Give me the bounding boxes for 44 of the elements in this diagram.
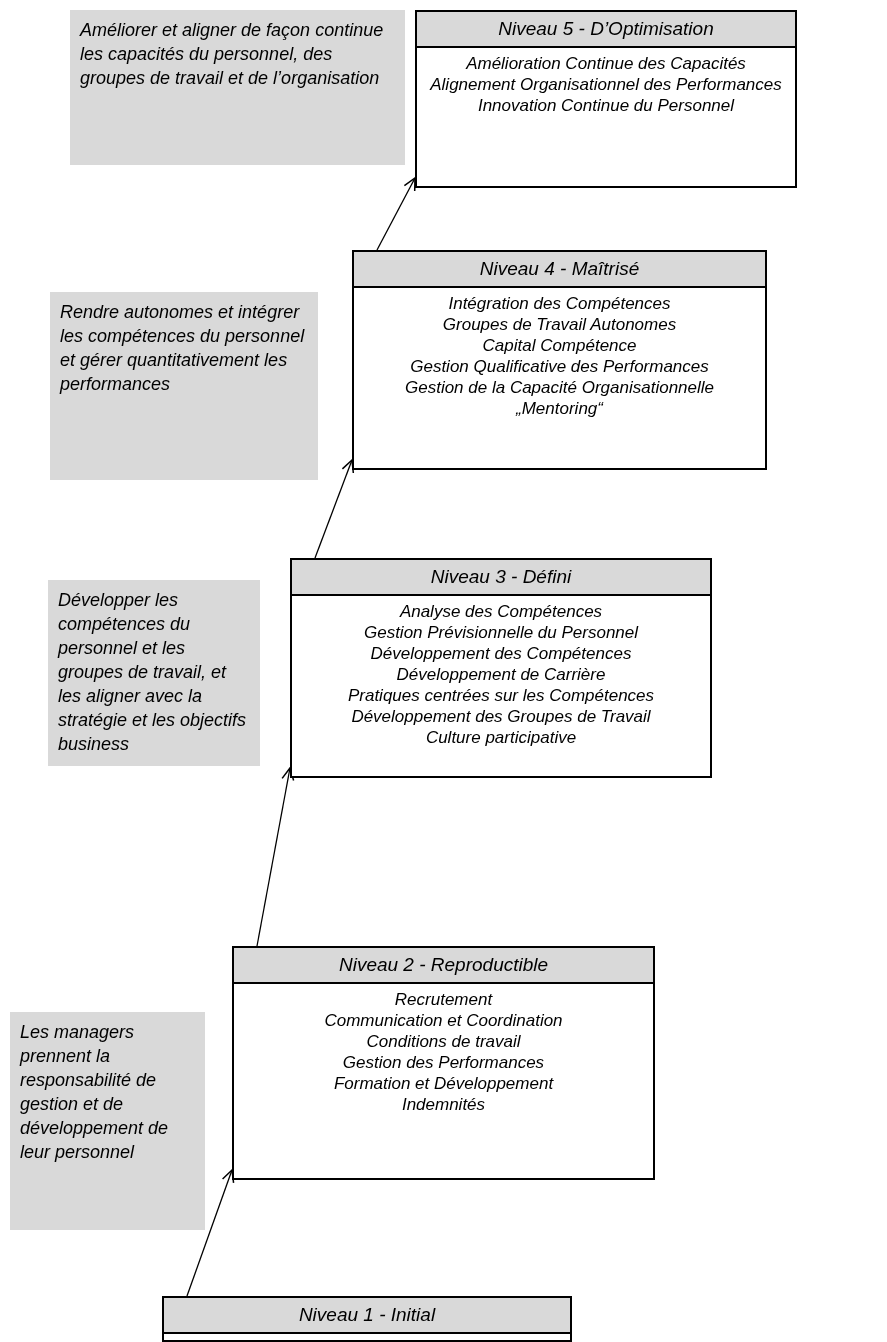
- level-box: [232, 946, 655, 1180]
- level-header: Niveau 2 - Reproductible: [234, 948, 653, 984]
- level-header: Niveau 5 - D’Optimisation: [417, 12, 795, 48]
- practice-text: Gestion Prévisionnelle du Personnel: [362, 622, 640, 643]
- practice-text: Développement des Groupes de Travail: [350, 706, 652, 727]
- practice-text: Pratiques centrées sur les Compétences: [346, 685, 656, 706]
- practice-text: Gestion de la Capacité Organisationnelle: [404, 377, 715, 398]
- practice-text: Conditions de travail: [365, 1031, 522, 1052]
- practice-text: Culture participative: [424, 727, 578, 748]
- note-panel: [50, 292, 318, 480]
- note-text: Les managers prennent la responsabilité de gestion et de développement de leur personnel: [20, 1021, 170, 1164]
- note-text: Développer les compétences du personnel et les groupes de travail, et les aligner avec la stratégie et les objectifs business: [58, 589, 248, 756]
- practice-text: Recrutement: [393, 989, 494, 1010]
- note-text: Améliorer et aligner de façon continue les capacités du personnel, des groupes de travail et de l’organisation: [80, 19, 385, 90]
- level-header: Niveau 3 - Défini: [292, 560, 710, 596]
- level-box: [352, 250, 767, 470]
- level-header: Niveau 4 - Maîtrisé: [354, 252, 765, 288]
- level-box: [415, 10, 797, 188]
- practice-text: Capital Compétence: [481, 335, 638, 356]
- practice-text: „Mentoring“: [514, 398, 605, 419]
- arrow: [256, 767, 295, 947]
- practice-text: Groupes de Travail Autonomes: [441, 314, 678, 335]
- arrow: [376, 177, 416, 251]
- practice-text: Innovation Continue du Personnel: [476, 95, 736, 116]
- note-panel: [10, 1012, 205, 1230]
- level-box: [162, 1296, 572, 1342]
- note-text: Rendre autonomes et intégrer les compétences du personnel et gérer quantitativement les performances: [60, 301, 306, 396]
- practice-text: Formation et Développement: [332, 1073, 555, 1094]
- practice-text: Communication et Coordination: [323, 1010, 564, 1031]
- note-panel: [48, 580, 260, 766]
- arrow: [314, 459, 355, 559]
- practice-text: Intégration des Compétences: [447, 293, 672, 314]
- practice-text: Analyse des Compétences: [398, 601, 604, 622]
- practice-text: Amélioration Continue des Capacités: [464, 53, 747, 74]
- practice-text: Alignement Organisationnel des Performances: [428, 74, 783, 95]
- practice-text: Gestion Qualificative des Performances: [409, 356, 710, 377]
- practice-text: Indemnités: [400, 1094, 487, 1115]
- level-header: Niveau 1 - Initial: [164, 1298, 570, 1334]
- note-panel: [70, 10, 405, 165]
- level-box: [290, 558, 712, 778]
- practice-text: Développement de Carrière: [395, 664, 607, 685]
- arrow: [186, 1169, 235, 1297]
- practice-text: Développement des Compétences: [369, 643, 633, 664]
- practice-text: Gestion des Performances: [341, 1052, 546, 1073]
